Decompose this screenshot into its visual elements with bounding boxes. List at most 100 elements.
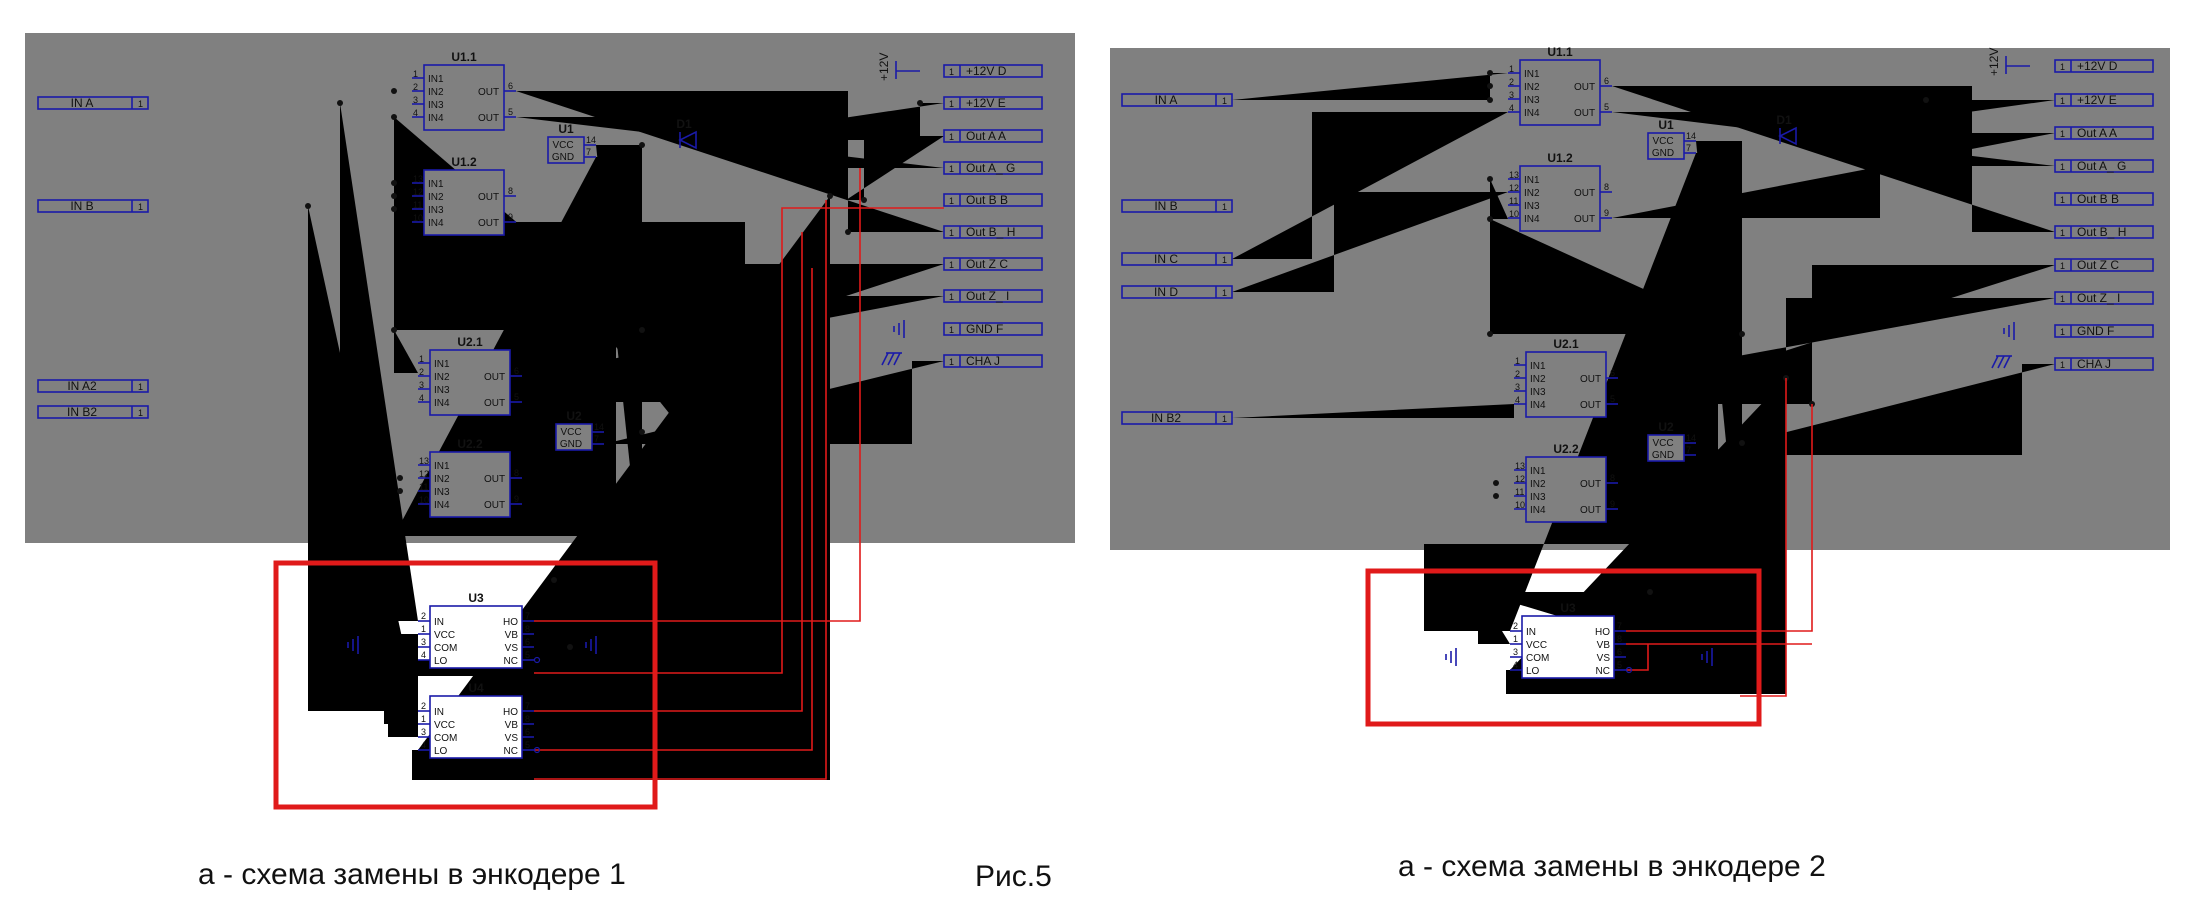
port-number: 1 [1222, 414, 1227, 424]
pin-number: 13 [1509, 170, 1519, 180]
out-label: OUT [478, 113, 499, 124]
junction-dot [391, 206, 397, 212]
port-number: 1 [2060, 360, 2065, 370]
pin-number: 2 [1509, 77, 1514, 87]
port-label: IN B2 [1151, 411, 1181, 425]
driver-title: U4 [468, 681, 484, 695]
pin-number: 3 [1513, 647, 1518, 657]
pin-number: 4 [1515, 395, 1520, 405]
port-frame [1121, 285, 1233, 299]
out-label: OUT [1580, 479, 1601, 490]
pin-label: IN2 [1530, 479, 1546, 490]
pin-label: IN4 [434, 500, 450, 511]
diode-triangle [678, 130, 697, 150]
gate-title: U1.2 [451, 155, 477, 169]
pin-number: 3 [1509, 90, 1514, 100]
pin-label: NC [504, 746, 518, 757]
pin-number: 3 [419, 380, 424, 390]
port-label: IN A [71, 96, 94, 110]
out-label: OUT [478, 192, 499, 203]
pin-label: VS [505, 643, 519, 654]
pin-label: IN3 [434, 385, 450, 396]
out-label: OUT [478, 87, 499, 98]
pin-label: IN [1526, 627, 1536, 638]
pin-number: 1 [1513, 634, 1518, 644]
pin-number: 8 [514, 468, 519, 478]
pin-label: VS [1597, 653, 1611, 664]
junction-dot [861, 197, 867, 203]
pin-label: VCC [434, 720, 455, 731]
pin-number: 11 [413, 200, 422, 210]
pin-number: 14 [1686, 433, 1696, 443]
port-number: 1 [2060, 228, 2065, 238]
port-label: Out A_ G [966, 161, 1015, 175]
out-label: OUT [1574, 214, 1595, 225]
port-frame [37, 405, 149, 419]
pin-number: 12 [419, 469, 429, 479]
pin-label: IN1 [434, 359, 450, 370]
pin-number: 12 [1509, 183, 1519, 193]
pin-number: 14 [1686, 131, 1696, 141]
driver-body [1521, 615, 1615, 679]
pin-label: IN1 [434, 461, 450, 472]
port-number: 1 [949, 260, 954, 270]
pin-label: IN1 [1524, 175, 1540, 186]
caption-left: а - схема замены в энкодере 1 [198, 858, 626, 891]
red-wire [534, 232, 803, 712]
pin-label: IN2 [428, 192, 444, 203]
port-number: 1 [138, 99, 143, 109]
pin-label: IN3 [428, 100, 444, 111]
port-label: IN B [70, 199, 93, 213]
supply-label: +12V [1987, 48, 2001, 76]
port-frame [943, 289, 1043, 303]
port-frame [2054, 324, 2154, 338]
pin-number: 1 [421, 714, 426, 724]
port-number: 1 [138, 382, 143, 392]
pin-label: HO [503, 617, 518, 628]
output-port-r0: 1+12V D [2054, 59, 2154, 73]
pin-number: 6 [525, 637, 530, 647]
port-frame [1121, 411, 1233, 425]
pin-number: 9 [514, 494, 519, 504]
port-frame [943, 257, 1043, 271]
port-frame [943, 129, 1043, 143]
wire [1478, 592, 1510, 644]
gate-body [1519, 59, 1601, 126]
pin-label: IN4 [1524, 214, 1540, 225]
wire [1490, 179, 1508, 219]
pin-label: NC [504, 656, 518, 667]
pin-number: 6 [514, 366, 519, 376]
pin-number: 8 [1617, 634, 1622, 644]
symbols: U1.1IN11IN22IN33IN44OUT6OUT5U1.2IN113IN2… [347, 45, 2030, 759]
pin-number: 10 [419, 495, 429, 505]
ground-hatch [1991, 355, 1999, 369]
ground-symbol-u3-right [585, 636, 597, 654]
gate-body [423, 169, 505, 236]
output-port-l0: 1+12V D [943, 64, 1043, 78]
ground-hatch [893, 352, 901, 366]
port-label: IN B [1154, 199, 1177, 213]
pin-number: 8 [525, 624, 530, 634]
pin-label: VCC [1652, 136, 1673, 147]
gate-title: U1.1 [1547, 45, 1573, 59]
pin-label: GND [560, 439, 582, 450]
pin-number: 5 [1610, 394, 1615, 404]
port-number: 1 [949, 325, 954, 335]
junction-dot [1487, 216, 1493, 222]
ground-symbol-r-u3-left [1445, 648, 1457, 666]
port-number: 1 [949, 292, 954, 302]
junction-dot [1493, 493, 1499, 499]
pin-label: IN2 [434, 372, 450, 383]
